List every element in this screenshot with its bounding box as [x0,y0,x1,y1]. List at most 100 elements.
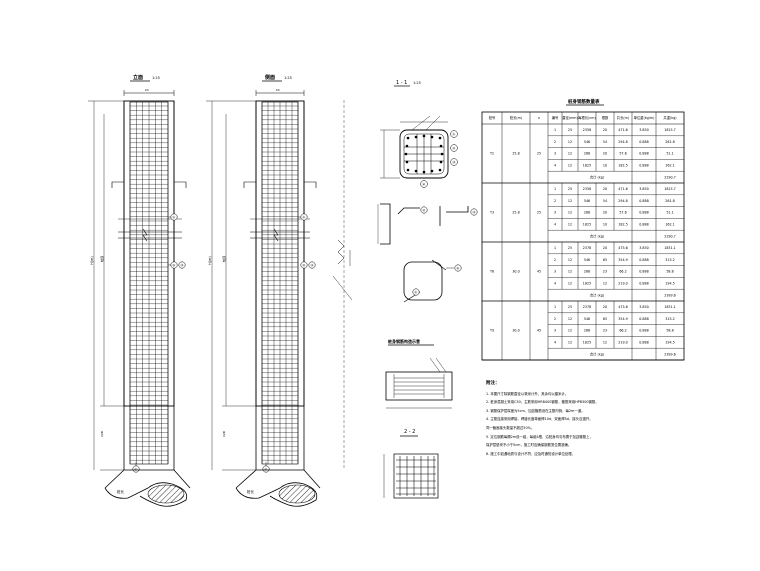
table-cell: 3.850 [639,305,648,309]
table-cell: 4 [554,341,556,345]
table-cell: 2 [554,140,556,144]
elevation-1-cage [129,101,169,465]
table-cell: 20 [603,246,607,250]
table-length-cell: 25.8 [512,152,519,156]
elevation-2: 侧面 1:25 bh ① ② ③ H(m) 桩顶 l/ [206,74,321,507]
table-header-cell: 桩号 [489,115,496,120]
table-cell: 3 [554,152,556,156]
table-cell: 65 [603,317,607,321]
table-header-cell: 编号 [552,115,559,120]
table-cell: 471.6 [618,187,627,191]
table-pile-cell: T8 [489,270,494,274]
table-cell: 0.888 [639,258,648,262]
table-cell: 162.1 [665,164,674,168]
table-cell: 475.6 [618,305,627,309]
note-item: 同一截面接头数量不超过50%。 [486,425,535,430]
table-cell: 2358 [583,128,591,132]
table-title: 桩身钢筋数量表 [568,98,600,105]
section-1-1-callout-2-label: ② [452,147,455,151]
bar-detail-callout-4 [454,264,462,272]
table-cell: 546 [584,140,590,144]
elevation-1-callout-1 [170,213,178,221]
table-cell: 12 [603,282,607,286]
table-cell: 294.8 [618,199,627,203]
table-total-label: 合计 (kg) [590,174,604,179]
table-header-cell: 共长(m) [617,115,629,120]
table-header-cell: 每根长(cm) [578,115,596,120]
table-cell: 3.850 [639,246,648,250]
table-cell: 354.9 [618,258,627,262]
elevation-2-callout-2 [300,261,308,269]
table-cell: 3 [554,211,556,215]
rebar-dot [414,169,418,173]
section-1-1-callout-4 [420,180,428,188]
elevation-1-width-dim: bh [145,88,149,92]
section-2-2: 2 - 2 [383,429,439,499]
elevation-1-foot-label: 桩长 [117,489,124,494]
table-cell: 20 [603,211,607,215]
table-cell: 2 [554,317,556,321]
section-1-1-callout-3 [450,158,458,166]
rebar-dot [406,168,410,172]
table-cell: 58.8 [666,270,673,274]
table-cell: 1825 [583,223,591,227]
section-1-1: 1 - 1 1:25 ① ② ③ ④ [380,80,458,188]
table-pile-cell: T3 [489,211,494,215]
elevation-1-callout-3-label: ③ [180,264,183,268]
elevation-2-callout-3-label: ③ [310,264,313,268]
table-cell: 162.1 [665,223,674,227]
connector-detail [332,100,353,470]
table-cell: 261.8 [665,199,674,203]
table-cell: 2378 [583,246,591,250]
rebar-dot [438,168,442,172]
note-item: 4. 主筋连接采用焊接，焊缝长度单面焊10d，双面焊5d，接头应错开。 [486,417,593,422]
elevation-1-callout-3 [178,261,186,269]
table-header-cell: 共重(kg) [663,115,676,120]
table-cell: 194.5 [665,282,674,286]
table-cell: 20 [603,152,607,156]
table-cell: 3 [554,329,556,333]
elevation-2-title: 侧面 [265,74,275,81]
elevation-1-title: 立面 [133,74,143,81]
table-cell: 51.1 [666,152,673,156]
table-cell: 1815.7 [664,187,676,191]
table-pile-cell: T9 [489,329,494,333]
elevation-2-callout-2-label: ② [302,264,305,268]
table-cell: 288 [584,211,590,215]
table-cell: 23 [603,270,607,274]
table-cell: 4 [554,164,556,168]
table-header-cell: 根数 [602,115,609,120]
elevation-2-scale: 1:25 [284,76,292,80]
table-cell: 25 [568,187,572,191]
rebar-dot [430,169,434,173]
table-cell: 4 [554,282,556,286]
table-cell: 12 [568,211,572,215]
table-cell: 1815.7 [664,128,676,132]
table-cell: 0.888 [639,329,648,333]
bar-detail-callout-1 [412,288,420,296]
elevation-1-callout-4 [132,465,140,473]
table-cell: 261.8 [665,140,674,144]
note-item: 3. 钢筋保护层厚度为5cm，加劲箍筋设在主筋内侧，每2m一道。 [486,408,585,413]
table-cell: 51.1 [666,211,673,215]
elevation-2-upper-dim: 桩顶 [221,256,226,262]
table-cell: 546 [584,317,590,321]
table-cell: 12 [568,140,572,144]
table-cell: 546 [584,258,590,262]
elevation-1-callout-2 [170,261,178,269]
bar-detail-callout-4-label: ④ [456,267,459,271]
elevation-1-lower-dim: l/2D [100,430,104,437]
rebar-dot [414,135,418,139]
table-cell: 20 [603,128,607,132]
table-cell: 12 [568,164,572,168]
section-1-1-callout-4-label: ④ [422,183,425,187]
table-length-cell: 30.0 [512,270,519,274]
table-header-cell: 单位重(kg/m) [634,115,655,120]
table-cell: 0.888 [639,282,648,286]
table-cell: 0.888 [639,164,648,168]
table-cell: 1831.1 [664,305,676,309]
table-cell: 66.2 [619,270,626,274]
construction-detail-title: 桩身钢筋构造示意 [388,338,420,344]
note-item: 5. 定位钢筋每隔2m设一组，每组4根，沿桩身均匀布置于加劲箍筋上， [486,434,593,439]
